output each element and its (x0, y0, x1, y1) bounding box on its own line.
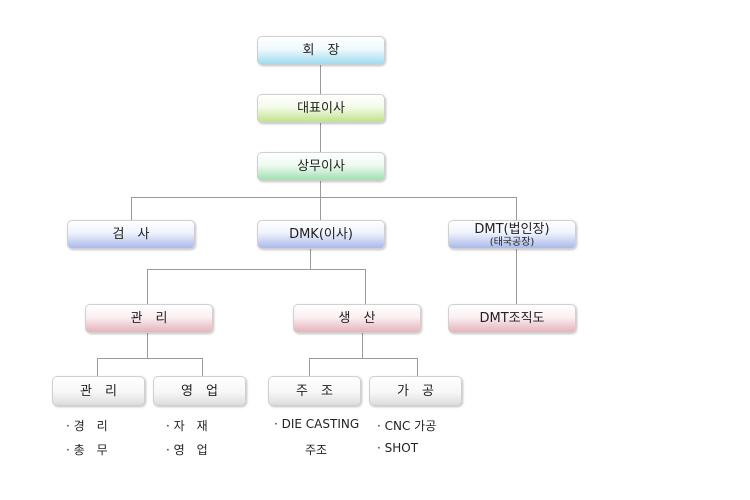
connector (310, 249, 311, 269)
sales-box: 영 업 (153, 376, 246, 406)
note-cnc: · CNC 가공 (377, 419, 437, 433)
note-casting: 주조 (305, 443, 328, 457)
dmt-box: DMT(법인장) (태국공장) (448, 220, 576, 249)
production-box: 생 산 (293, 304, 421, 333)
connector (131, 197, 132, 220)
dmt-subtitle: (태국공장) (489, 236, 535, 248)
sub-management-label: 관 리 (80, 383, 117, 399)
machining-box: 가 공 (369, 376, 462, 406)
note-materials: · 자 재 (166, 419, 208, 433)
connector (202, 358, 203, 376)
note-accounting: · 경 리 (66, 419, 108, 433)
chairman-label: 회 장 (302, 43, 340, 58)
connector (147, 269, 148, 304)
connector (516, 249, 517, 304)
management-box: 관 리 (85, 304, 213, 333)
ceo-label: 대표이사 (297, 101, 345, 116)
connector (97, 358, 98, 376)
dmk-label: DMK(이사) (289, 227, 353, 242)
connector (365, 269, 366, 304)
machining-label: 가 공 (397, 383, 434, 399)
connector (417, 358, 418, 376)
connector (516, 197, 517, 220)
note-die-casting: · DIE CASTING (274, 417, 360, 431)
connector (131, 197, 516, 198)
note-shot: · SHOT (377, 441, 419, 455)
managing-director-label: 상무이사 (297, 159, 345, 174)
sales-label: 영 업 (181, 383, 218, 399)
connector (362, 333, 363, 358)
connector (147, 269, 365, 270)
sub-management-box: 관 리 (52, 376, 145, 406)
casting-label: 주 조 (296, 383, 333, 399)
dmt-title: DMT(법인장) (474, 221, 550, 237)
managing-director-box: 상무이사 (257, 152, 385, 181)
connector (320, 180, 321, 197)
connector (309, 358, 310, 376)
dmk-box: DMK(이사) (257, 220, 385, 249)
ceo-box: 대표이사 (257, 94, 385, 123)
management-label: 관 리 (130, 311, 168, 326)
note-general-affairs: · 총 무 (66, 443, 108, 457)
audit-box: 검 사 (67, 220, 195, 249)
dmt-org-label: DMT조직도 (479, 311, 545, 326)
casting-box: 주 조 (268, 376, 361, 406)
audit-label: 검 사 (112, 227, 150, 242)
dmt-org-box: DMT조직도 (448, 304, 576, 333)
chairman-box: 회 장 (257, 36, 385, 65)
connector (147, 333, 148, 358)
connector (309, 358, 417, 359)
connector (97, 358, 202, 359)
connector (320, 197, 321, 220)
production-label: 생 산 (338, 311, 376, 326)
connector (320, 122, 321, 152)
note-sales: · 영 업 (166, 443, 208, 457)
connector (320, 64, 321, 94)
